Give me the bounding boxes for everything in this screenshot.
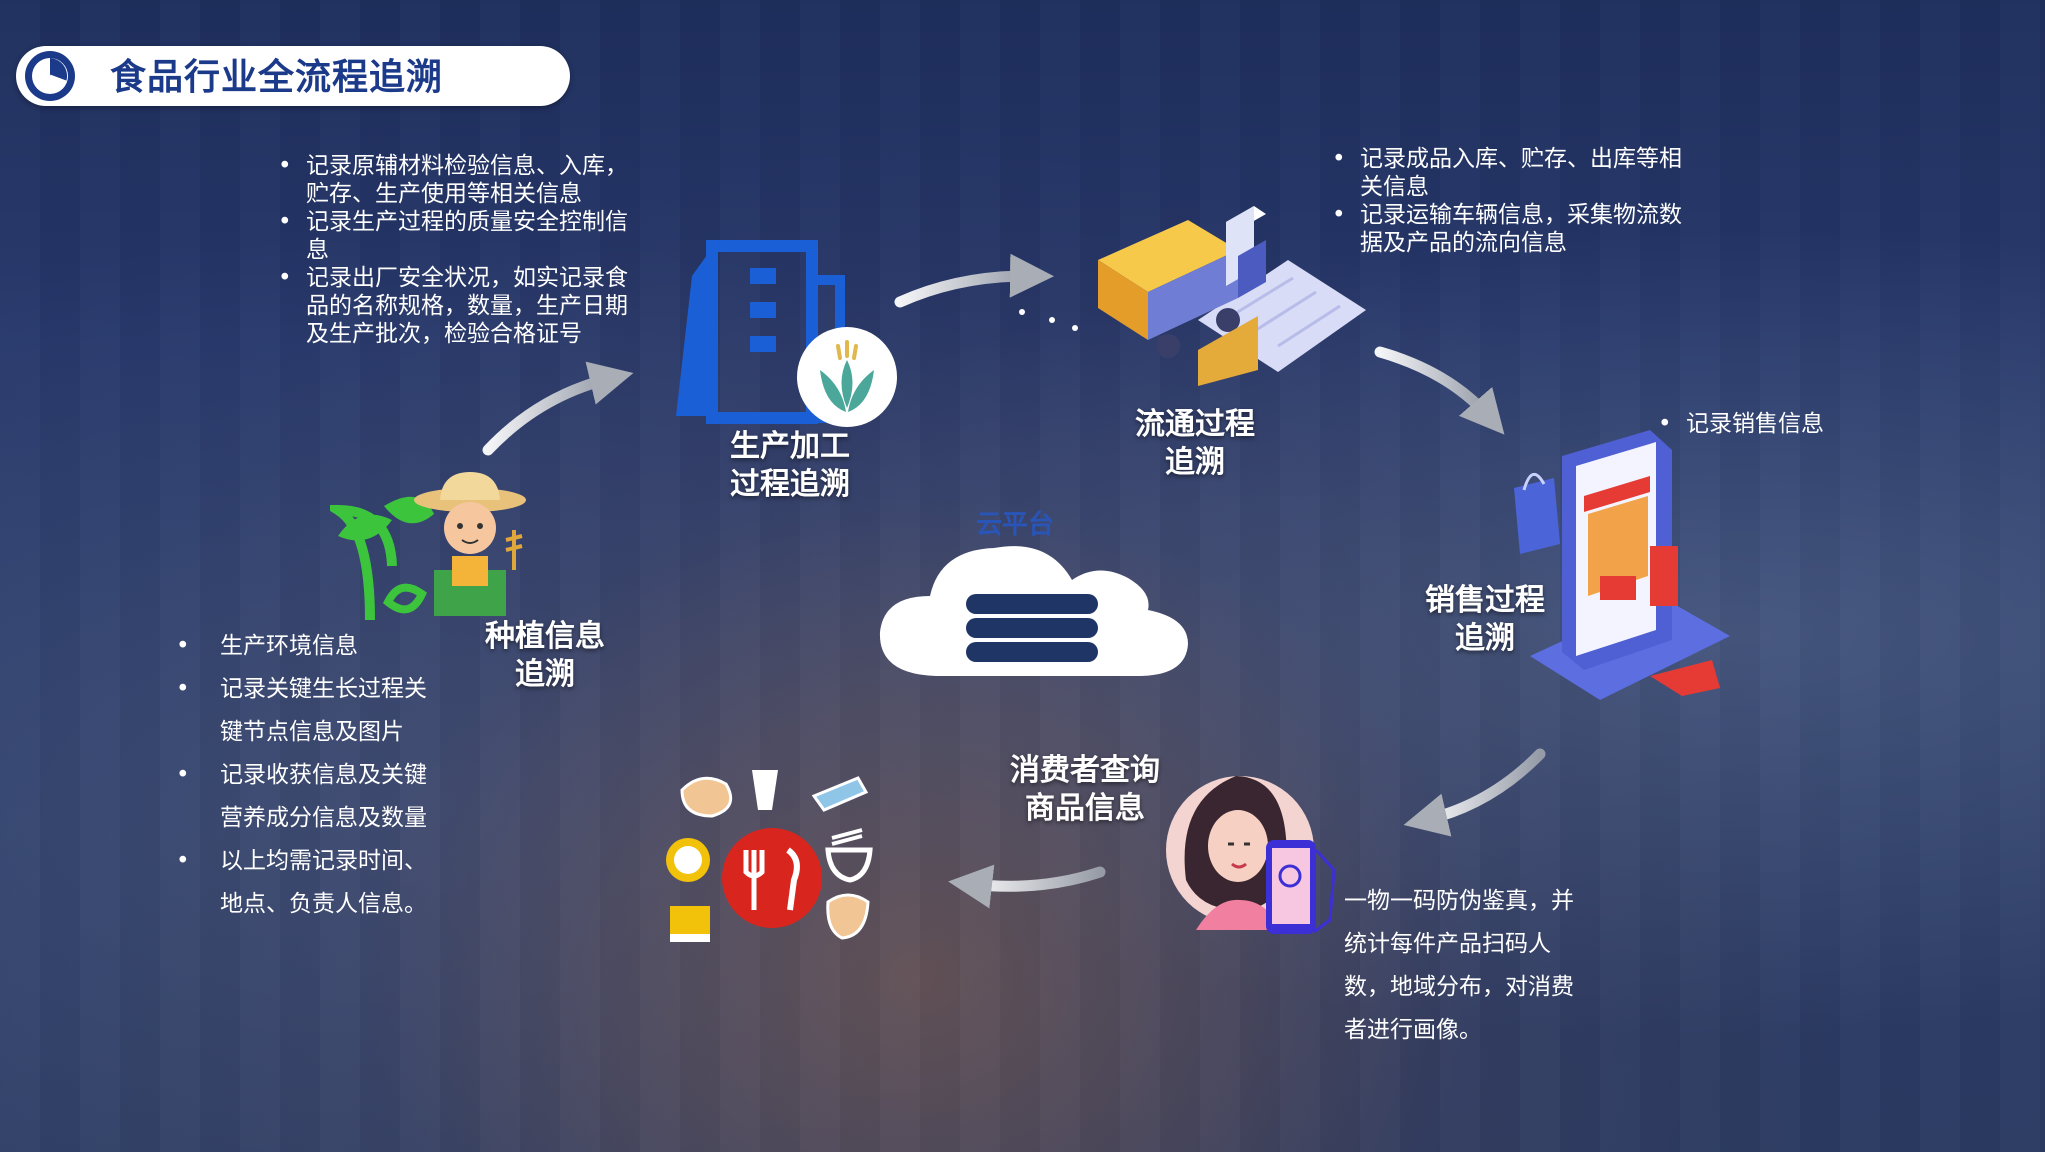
- online-shop-icon: [1514, 430, 1730, 700]
- farmer-icon: [330, 472, 526, 621]
- delivery-truck-icon: [1098, 206, 1366, 386]
- circulation-label: 流通过程 追溯: [1135, 407, 1255, 480]
- title-bar: [16, 46, 570, 106]
- factory-building-icon: [676, 240, 845, 424]
- planting-bullet: 记录关键生长过程关键节点信息及图片: [174, 668, 444, 754]
- planting-bullet: 生产环境信息: [174, 625, 444, 668]
- arrow-planting-to-production: [482, 361, 634, 456]
- arrow-consumer-to-food: [948, 864, 1106, 909]
- cloud-server-icon: [879, 546, 1188, 676]
- production-bullet: 记录生产过程的质量安全控制信息: [276, 208, 646, 264]
- production-bullet: 记录出厂安全状况，如实记录食品的名称规格，数量，生产日期及生产批次，检验合格证号: [276, 264, 646, 348]
- arrow-sales-to-consumer: [1403, 748, 1546, 837]
- planting-label: 种植信息 追溯: [485, 619, 605, 692]
- sales-bullet: 记录销售信息: [1656, 410, 1916, 438]
- food-cluster-icon: [666, 770, 873, 942]
- circulation-bullets: 记录成品入库、贮存、出库等相关信息 记录运输车辆信息，采集物流数据及产品的流向信…: [1330, 145, 1690, 257]
- consumer-label: 消费者查询 商品信息: [1010, 753, 1160, 826]
- arrow-production-to-circulation: [894, 253, 1054, 308]
- wheat-badge-icon: [797, 327, 897, 427]
- circulation-bullet: 记录运输车辆信息，采集物流数据及产品的流向信息: [1330, 201, 1690, 257]
- circulation-bullet: 记录成品入库、贮存、出库等相关信息: [1330, 145, 1690, 201]
- page-title: 食品行业全流程追溯: [110, 57, 444, 98]
- planting-bullet: 以上均需记录时间、地点、负责人信息。: [174, 840, 444, 926]
- production-label: 生产加工 过程追溯: [730, 429, 850, 502]
- production-bullets: 记录原辅材料检验信息、入库，贮存、生产使用等相关信息 记录生产过程的质量安全控制…: [276, 152, 646, 348]
- arrow-circulation-to-sales: [1374, 346, 1505, 435]
- sales-bullets: 记录销售信息: [1656, 410, 1916, 438]
- consumer-description: 一物一码防伪鉴真，并统计每件产品扫码人数，地域分布，对消费者进行画像。: [1344, 888, 1574, 1043]
- cloud-label: 云平台: [976, 510, 1055, 540]
- pie-logo-icon: [25, 51, 75, 101]
- production-bullet: 记录原辅材料检验信息、入库，贮存、生产使用等相关信息: [276, 152, 646, 208]
- planting-bullet: 记录收获信息及关键营养成分信息及数量: [174, 754, 444, 840]
- sales-label: 销售过程 追溯: [1425, 583, 1545, 656]
- consumer-phone-icon: [1166, 776, 1336, 934]
- planting-bullets: 生产环境信息 记录关键生长过程关键节点信息及图片 记录收获信息及关键营养成分信息…: [174, 625, 444, 926]
